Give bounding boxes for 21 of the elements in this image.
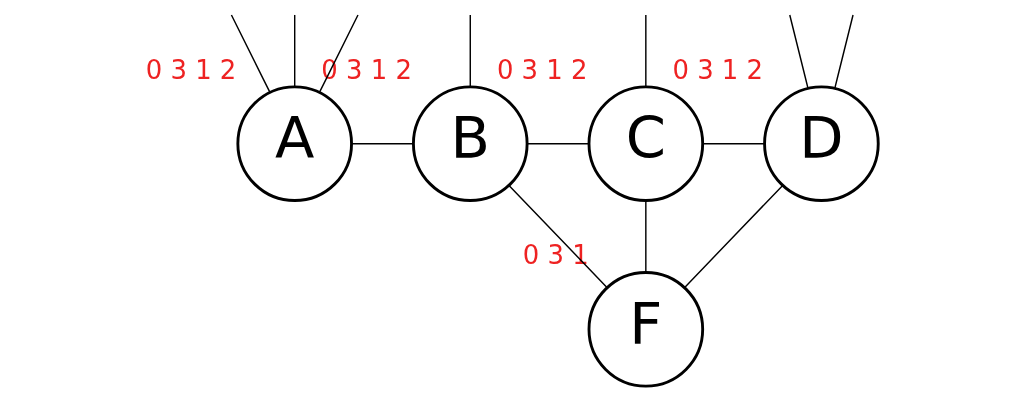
connector [645, 200, 647, 274]
connector [350, 142, 414, 145]
node-label: 0 3 1 2 [672, 54, 764, 85]
node-label: 0 3 1 2 [496, 54, 588, 85]
node-circle: F [587, 271, 705, 388]
node-circle: A [236, 85, 353, 202]
connector [469, 14, 471, 88]
connector [702, 142, 766, 145]
node-circle: C [587, 85, 705, 202]
node-circle: B [412, 85, 529, 202]
connector [293, 14, 296, 88]
connector [526, 142, 590, 145]
connector [683, 184, 784, 289]
connector [318, 14, 359, 94]
connector [645, 14, 647, 88]
connector [508, 184, 608, 289]
node-label: 0 3 1 2 [145, 54, 237, 85]
node-circle: D [763, 85, 880, 202]
connector [789, 14, 809, 89]
connector [230, 14, 271, 94]
connector [834, 14, 854, 89]
